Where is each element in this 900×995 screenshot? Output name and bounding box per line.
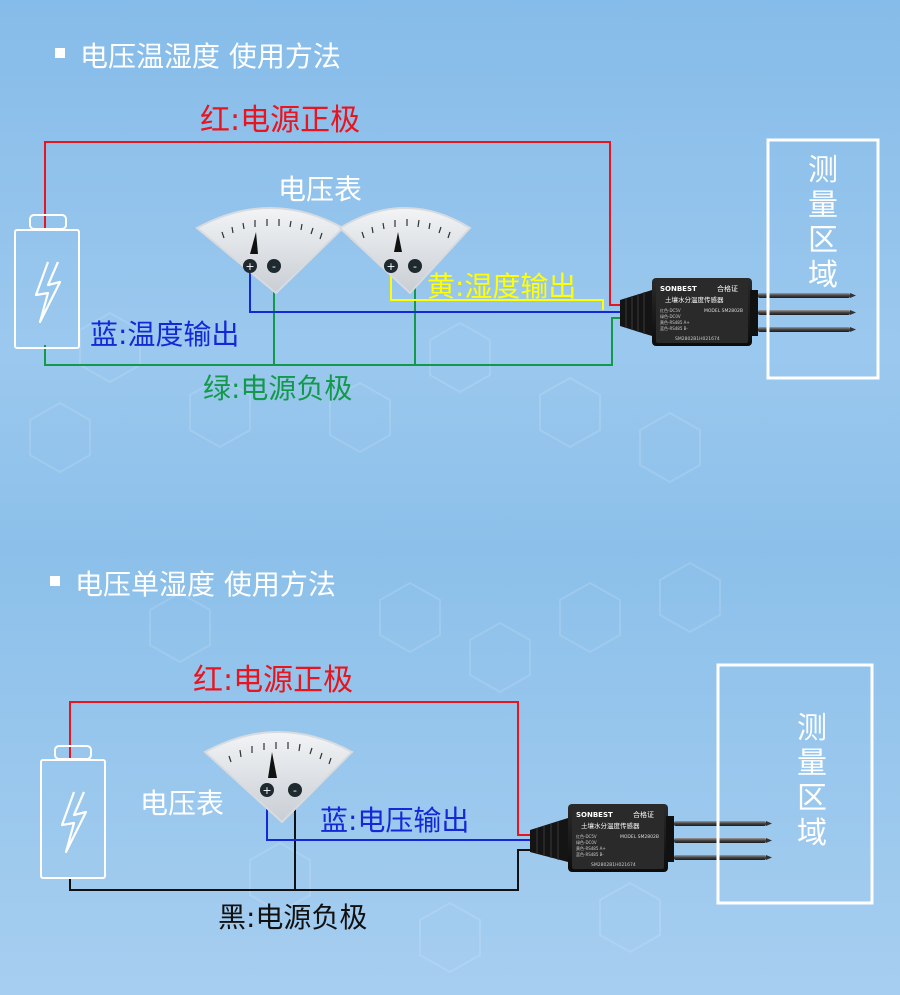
section1-red-label: 红:电源正极 [200, 103, 360, 138]
meter1-negative-terminal [267, 259, 281, 273]
section1-yellow-label: 黄:湿度输出 [427, 270, 576, 303]
section1-heading: 电压温湿度 使用方法 [80, 40, 341, 73]
soil-sensor-2: SONBEST 合格证 土壤水分温度传感器 MODEL SM2802B 红色-D… [530, 804, 772, 872]
battery-icon [40, 745, 106, 879]
section1-wires [44, 141, 620, 366]
voltmeter-3: + - [203, 731, 354, 824]
sensor1-line-3: 黄色-RS485 A+ [660, 319, 690, 325]
meter3-negative-terminal [288, 783, 302, 797]
sensor2-cert: 合格证 [633, 810, 654, 819]
sensor2-model: MODEL SM2802B [620, 834, 659, 840]
section1-zone-char-1: 测 [808, 153, 838, 188]
hex-background [29, 311, 721, 974]
voltmeter-1: + - [195, 207, 345, 295]
meter2-negative-terminal [408, 259, 422, 273]
meter3-positive-terminal [260, 783, 274, 797]
sensor1-line-4: 蓝色-RS485 B- [660, 325, 688, 331]
meter1-positive-terminal [243, 259, 257, 273]
svg-text:-: - [413, 260, 417, 273]
section2-zone-char-3: 区 [797, 781, 827, 816]
measurement-zone-1: 测 量 区 域 [766, 138, 880, 380]
sensor2-line-2: 绿色-DC0V [576, 839, 597, 845]
section1-green-label: 绿:电源负极 [203, 372, 352, 405]
section2-zone-char-4: 域 [797, 816, 827, 851]
sensor2-name: 土壤水分温度传感器 [581, 821, 640, 830]
section2-zone-char-1: 测 [797, 711, 827, 746]
section2-meter-label: 电压表 [140, 787, 224, 820]
sensor2-line-1: 红色-DC5V [576, 833, 597, 839]
soil-sensor-1: SONBEST 合格证 土壤水分温度传感器 MODEL SM2802B 红色-D… [620, 278, 856, 346]
section2-bullet [50, 576, 60, 586]
section1-zone-char-4: 域 [808, 258, 838, 293]
section2-black-label: 黑:电源负极 [218, 901, 367, 934]
sensor1-line-1: 红色-DC5V [660, 307, 681, 313]
sensor1-serial: SM2802B1H021674 [675, 336, 720, 342]
section2-red-label: 红:电源正极 [193, 663, 353, 698]
battery-icon [14, 214, 80, 349]
section1-zone-char-3: 区 [808, 223, 838, 258]
sensor1-cert: 合格证 [717, 284, 738, 293]
meter2-positive-terminal [384, 259, 398, 273]
svg-text:+: + [245, 260, 254, 273]
svg-text:+: + [386, 260, 395, 273]
section1-meter-label: 电压表 [278, 173, 362, 206]
section2-heading: 电压单湿度 使用方法 [75, 568, 336, 601]
section2-zone-char-2: 量 [797, 746, 827, 781]
section1-blue-label: 蓝:温度输出 [90, 318, 239, 351]
svg-text:-: - [293, 784, 297, 797]
measurement-zone-2: 测 量 区 域 [716, 663, 874, 905]
voltmeter-2: + - [338, 207, 472, 295]
svg-text:-: - [272, 260, 276, 273]
section2-blue-label: 蓝:电压输出 [320, 804, 469, 837]
section1-bullet [55, 48, 65, 58]
sensor1-name: 土壤水分温度传感器 [665, 295, 724, 304]
sensor2-brand: SONBEST [576, 811, 613, 819]
sensor1-line-2: 绿色-DC0V [660, 313, 681, 319]
sensor1-brand: SONBEST [660, 285, 697, 293]
svg-text:+: + [262, 784, 271, 797]
section1-zone-char-2: 量 [808, 188, 838, 223]
sensor1-model: MODEL SM2802B [704, 308, 743, 314]
sensor2-serial: SM2802B1H021674 [591, 862, 636, 868]
sensor2-line-4: 蓝色-RS485 B- [576, 851, 604, 857]
sensor2-line-3: 黄色-RS485 A+ [576, 845, 606, 851]
